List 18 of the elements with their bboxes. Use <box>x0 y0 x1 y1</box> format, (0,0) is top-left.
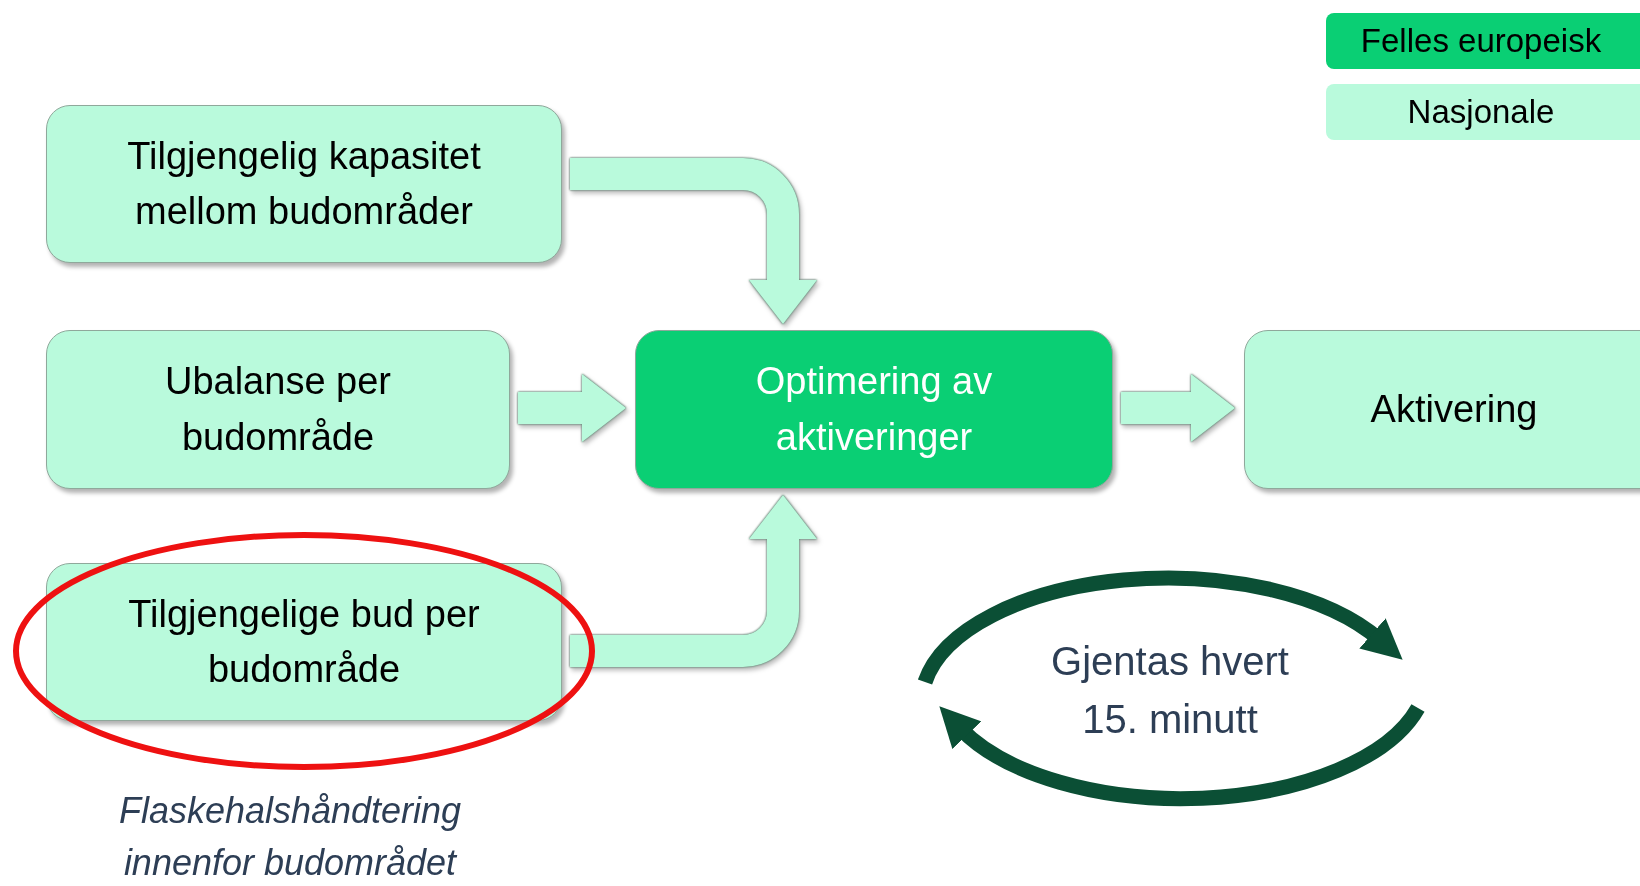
cycle-label: Gjentas hvert 15. minutt <box>1050 638 1290 743</box>
info-box <box>1244 330 1640 489</box>
box-text: Aktivering <box>1369 386 1539 432</box>
info-box <box>46 563 562 721</box>
block-arrow <box>1121 374 1235 442</box>
note-text: Flaskehalshåndtering innenfor budområdet <box>117 789 463 886</box>
block-arrow <box>570 495 817 667</box>
box-text: Optimering av aktiveringer <box>754 359 994 460</box>
legend-label: Nasjonale <box>1407 93 1555 131</box>
info-box <box>46 105 562 263</box>
info-box <box>46 330 510 489</box>
box-text: Tilgjengelige bud per budområde <box>127 591 481 692</box>
legend-label: Felles europeisk <box>1360 22 1602 60</box>
block-arrow <box>570 158 817 324</box>
block-arrow <box>518 374 626 442</box>
box-text: Tilgjengelig kapasitet mellom budområder <box>126 133 482 234</box>
box-text: Ubalanse per budområde <box>163 359 392 460</box>
process-box <box>635 330 1113 489</box>
